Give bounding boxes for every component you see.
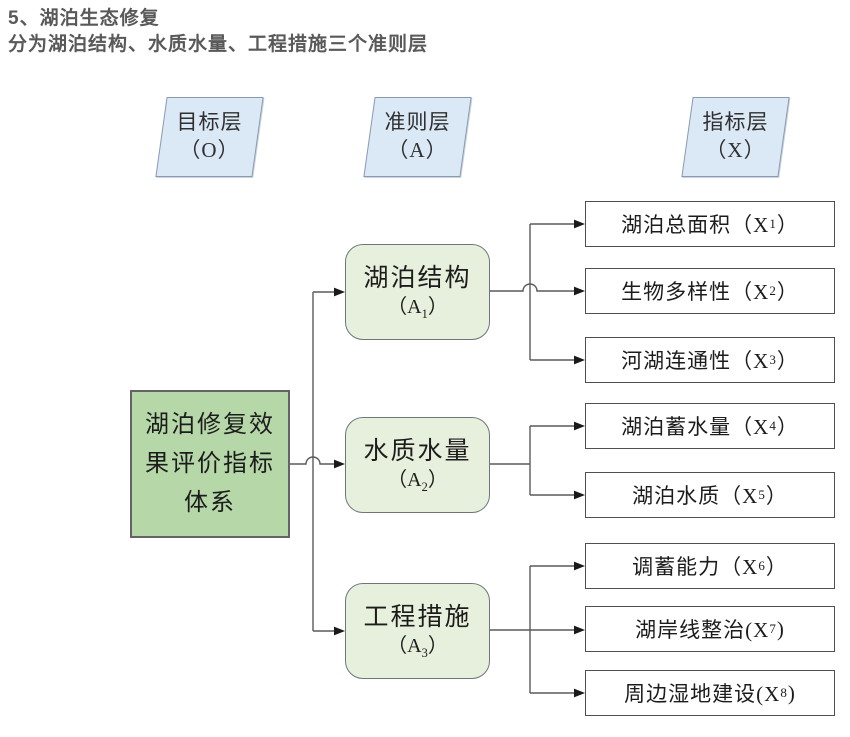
indicator-post: ) <box>787 680 796 705</box>
criteria-box-a1: 湖泊结构 （A1） <box>345 244 490 340</box>
page-subtitle: 分为湖泊结构、水质水量、工程措施三个准则层 <box>8 34 429 55</box>
layer-badge-goal: 目标层 （O） <box>155 97 264 177</box>
code-pre: （A <box>387 296 422 318</box>
code-post: ） <box>427 469 448 491</box>
layer-badge-criteria: 准则层 （A） <box>363 97 472 177</box>
indicator-label: 湖泊水质（X <box>632 484 759 508</box>
goal-text-line: 果评价指标 <box>145 450 275 477</box>
criteria-label: 水质水量 <box>363 438 472 465</box>
goal-box: 湖泊修复效 果评价指标 体系 <box>130 390 290 538</box>
connector-a1-to-x2 <box>490 283 585 296</box>
indicator-post: ） <box>765 484 788 508</box>
indicator-label: 湖泊总面积（X <box>621 213 770 237</box>
code-pre: （A <box>387 469 422 491</box>
indicator-post: ） <box>776 280 799 304</box>
layer-badge-indicator: 指标层 （X） <box>681 97 790 177</box>
goal-text-line: 体系 <box>184 489 236 516</box>
indicator-label: 调蓄能力（X <box>632 555 759 579</box>
criteria-box-a2: 水质水量 （A2） <box>345 417 490 513</box>
indicator-label: 周边湿地建设(X <box>624 682 781 706</box>
layer-name: 准则层 <box>384 110 451 134</box>
indicator-label: 湖泊蓄水量（X <box>621 415 770 439</box>
indicator-label: 生物多样性（X <box>621 280 770 304</box>
indicator-post: ） <box>776 213 799 237</box>
code-sub: 3 <box>421 646 428 660</box>
criteria-box-a3: 工程措施 （A3） <box>345 583 490 679</box>
goal-text-line: 湖泊修复效 <box>145 411 275 438</box>
code-pre: （A <box>387 635 422 657</box>
criteria-label: 工程措施 <box>363 604 472 631</box>
indicator-post: ） <box>776 415 799 439</box>
indicator-post: ） <box>776 349 799 373</box>
code-post: ） <box>427 296 448 318</box>
layer-name: 目标层 <box>176 110 243 134</box>
criteria-code: （A1） <box>387 294 448 320</box>
criteria-code: （A3） <box>387 633 448 659</box>
indicator-post: ） <box>765 555 788 579</box>
connector-goal-to-a2 <box>290 456 345 469</box>
layer-name: 指标层 <box>702 110 769 134</box>
code-sub: 1 <box>421 307 428 321</box>
criteria-label: 湖泊结构 <box>363 265 472 292</box>
layer-code: （O） <box>179 138 240 162</box>
layer-code: （X） <box>705 138 766 162</box>
indicator-label: 湖岸线整治(X <box>635 618 770 642</box>
code-post: ） <box>427 635 448 657</box>
code-sub: 2 <box>421 480 428 494</box>
indicator-post: ) <box>776 616 785 641</box>
criteria-code: （A2） <box>387 467 448 493</box>
indicator-label: 河湖连通性（X <box>621 349 770 373</box>
layer-code: （A） <box>387 138 448 162</box>
page-title: 5、湖泊生态修复 <box>8 8 160 29</box>
